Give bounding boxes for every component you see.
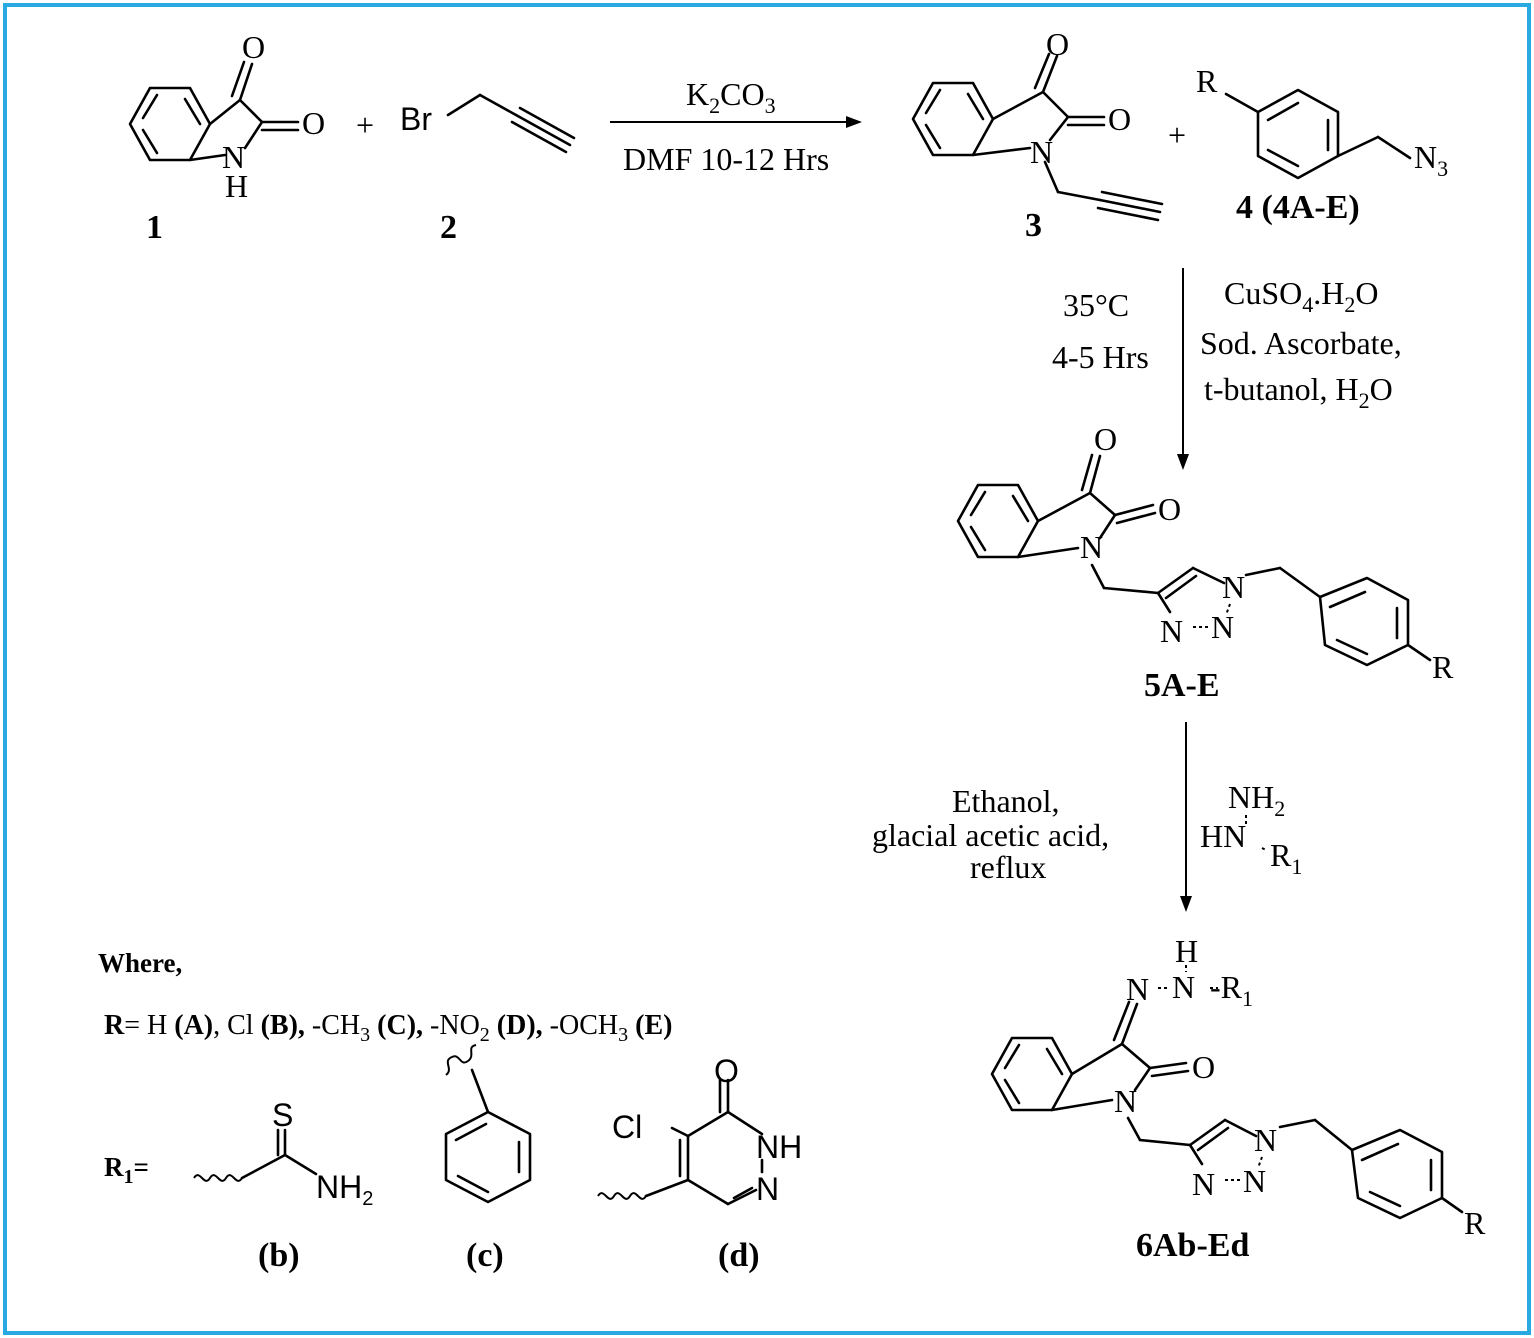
- plus-sign-1: +: [356, 107, 374, 143]
- compound-1-structure: [128, 60, 300, 162]
- c6-n-ring: N: [1114, 1083, 1137, 1119]
- c6-triazole-n1: N: [1254, 1122, 1277, 1158]
- substituent-b-structure: [193, 1128, 318, 1182]
- c5-r: R: [1432, 649, 1454, 685]
- sub-d-cl: Cl: [612, 1109, 642, 1145]
- step2-temp: 35°C: [1063, 287, 1129, 323]
- step3-solvent: Ethanol,: [952, 783, 1060, 819]
- c2-br: Br: [400, 101, 432, 137]
- step2-catalyst: CuSO4.H2O: [1224, 275, 1378, 317]
- compound-2-label: 2: [440, 209, 457, 246]
- compound-3-structure: [911, 52, 1164, 222]
- sub-d-n: N: [756, 1171, 779, 1207]
- c1-h: H: [225, 168, 248, 204]
- compound-1-label: 1: [146, 209, 163, 246]
- legend-r1-label: R1=: [104, 1152, 149, 1188]
- sub-b-s: S: [272, 1097, 293, 1133]
- c5-o-right: O: [1158, 491, 1181, 527]
- legend-where: Where,: [98, 948, 182, 978]
- step3-reflux: reflux: [970, 849, 1046, 885]
- c6-n-amine: N: [1172, 969, 1195, 1005]
- step1-conditions: DMF 10-12 Hrs: [623, 141, 829, 177]
- c6-triazole-n3: N: [1192, 1166, 1215, 1202]
- c1-n: N: [222, 139, 245, 175]
- c3-o-top: O: [1046, 26, 1069, 62]
- step3-reagent-bond2: [1261, 847, 1267, 851]
- c6-r: R: [1464, 1205, 1486, 1241]
- label-c: (c): [466, 1237, 504, 1274]
- c5-triazole-n2: N: [1211, 609, 1234, 645]
- compound-6-structure: [990, 965, 1464, 1220]
- c3-n: N: [1030, 134, 1053, 170]
- compound-6-label: 6Ab-Ed: [1136, 1227, 1249, 1264]
- c6-h: H: [1175, 933, 1198, 969]
- c6-n-imine: N: [1126, 971, 1149, 1007]
- step2-solvent: t-butanol, H2O: [1204, 371, 1393, 413]
- c4-r: R: [1196, 63, 1218, 99]
- compound-4-label: 4 (4A-E): [1236, 189, 1360, 226]
- step2-ascorbate: Sod. Ascorbate,: [1200, 325, 1402, 361]
- step3-reagent-nh2: NH2: [1228, 779, 1285, 821]
- compound-4-structure: [1224, 88, 1412, 180]
- c3-o-right: O: [1108, 101, 1131, 137]
- sub-d-nh: NH: [756, 1129, 802, 1165]
- step3-reagent-r1: R1: [1270, 837, 1302, 879]
- sub-d-o: O: [714, 1053, 739, 1089]
- c6-r1: -R1: [1210, 969, 1253, 1011]
- step3-arrow: [1180, 722, 1192, 912]
- c5-o-top: O: [1094, 421, 1117, 457]
- frame-border: [3, 3, 1531, 1335]
- c5-triazole-n1: N: [1222, 569, 1245, 605]
- step3-reagent-hn: HN: [1200, 818, 1246, 854]
- step1-reagent: K2CO3: [686, 76, 776, 118]
- substituent-d-structure: [597, 1078, 764, 1206]
- sub-b-nh2: NH2: [316, 1169, 373, 1210]
- c6-o: O: [1192, 1049, 1215, 1085]
- compound-3-label: 3: [1025, 207, 1042, 244]
- c5-triazole-n3: N: [1160, 613, 1183, 649]
- step3-acid: glacial acetic acid,: [872, 817, 1109, 853]
- c6-triazole-n2: N: [1243, 1163, 1266, 1199]
- step2-time: 4-5 Hrs: [1052, 339, 1149, 375]
- c1-o-right: O: [302, 105, 325, 141]
- c4-azide: N3: [1414, 139, 1448, 181]
- step2-arrow: [1177, 268, 1189, 470]
- label-d: (d): [718, 1237, 760, 1274]
- label-b: (b): [258, 1237, 300, 1274]
- compound-2-structure: [446, 93, 576, 154]
- compound-5-structure: [956, 453, 1432, 667]
- compound-5-label: 5A-E: [1144, 667, 1220, 704]
- c1-o-top: O: [242, 29, 265, 65]
- plus-sign-2: +: [1168, 117, 1186, 153]
- substituent-c-structure: [444, 1044, 532, 1204]
- step1-arrow: [610, 116, 862, 128]
- legend-r-line: R= H (A), Cl (B), -CH3 (C), -NO2 (D), -O…: [104, 1010, 672, 1046]
- c5-n-ring: N: [1080, 529, 1103, 565]
